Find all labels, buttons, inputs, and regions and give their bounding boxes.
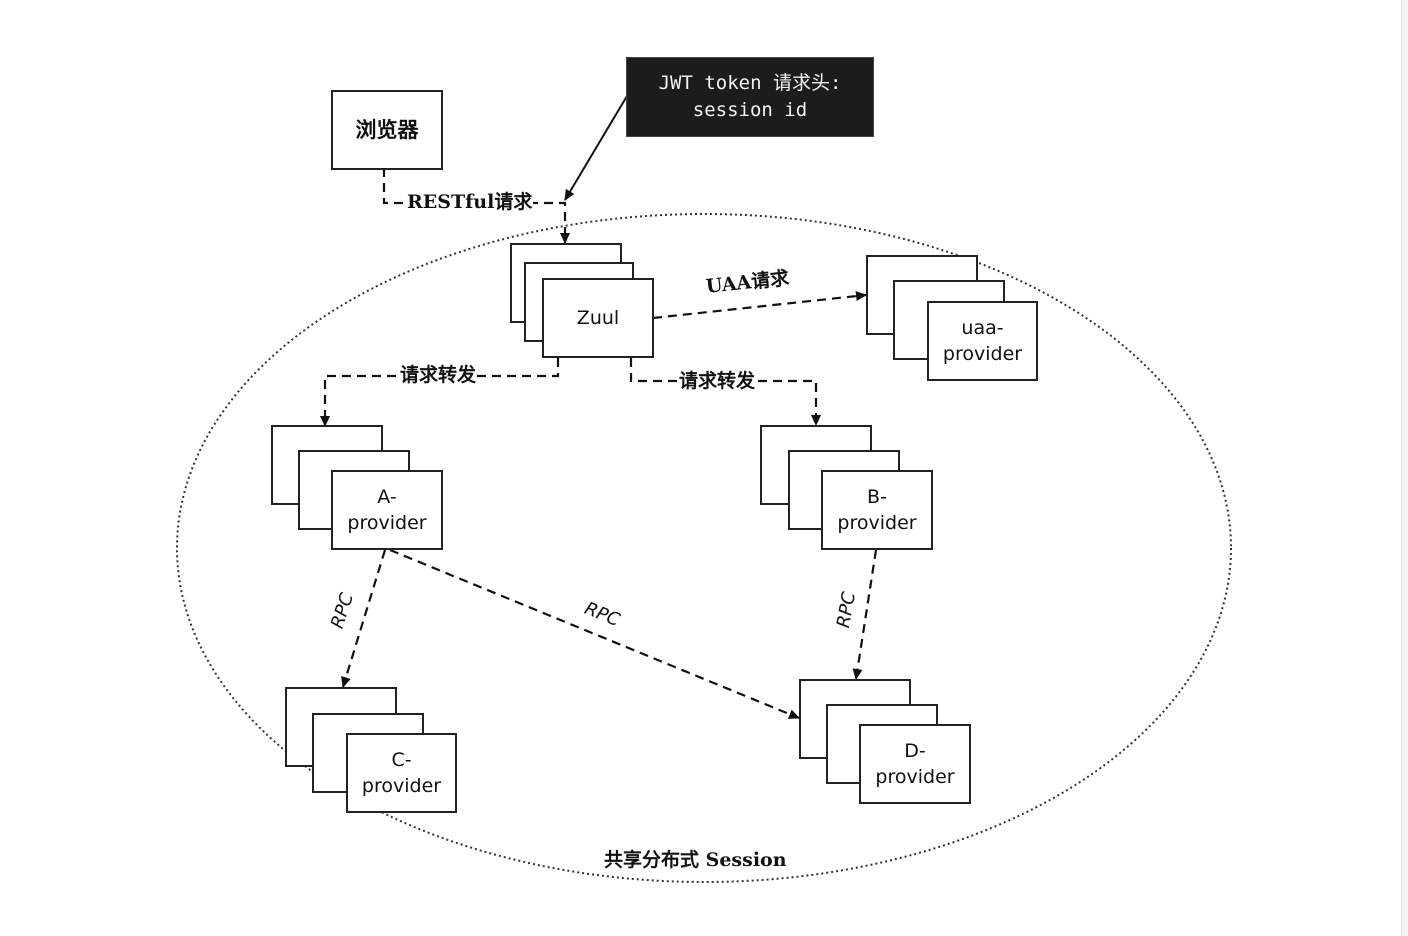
edge-b-to-d: [852, 549, 878, 680]
edge-zuul-to-a: [320, 358, 560, 427]
d-label-line-2: provider: [875, 766, 955, 788]
uaa-label-line-2: provider: [942, 343, 1023, 365]
shared-session-caption: 共享分布式 Session: [604, 849, 787, 871]
edge-zuul-to-uaa: [652, 291, 867, 320]
b-provider-label: B- provider: [821, 470, 933, 550]
d-label-line-1: D-: [904, 740, 926, 762]
edge-a-to-d: [389, 548, 800, 720]
note-line-2: session id: [692, 99, 808, 121]
a-label-line-2: provider: [347, 512, 427, 534]
edge-zuul-to-b: [629, 358, 821, 426]
edge-label-forward-right: 请求转发: [678, 370, 757, 392]
browser-label: 浏览器: [355, 117, 419, 142]
edge-label-forward-left: 请求转发: [399, 364, 478, 386]
edge-a-to-c: [341, 549, 387, 688]
uaa-label-line-1: uaa-: [961, 317, 1004, 339]
b-label-line-1: B-: [867, 486, 887, 508]
jwt-token-note: JWT token 请求头: session id: [626, 57, 874, 137]
uaa-provider-label: uaa- provider: [927, 301, 1038, 381]
c-provider-node: [346, 733, 457, 813]
a-label-line-1: A-: [377, 486, 397, 508]
zuul-label: Zuul: [576, 307, 620, 329]
c-label-line-2: provider: [361, 775, 442, 797]
zuul-node: [542, 278, 654, 358]
a-provider-label: A- provider: [331, 470, 443, 550]
b-provider-node: [821, 470, 933, 550]
note-line-1: JWT token 请求头:: [658, 72, 842, 94]
c-label-line-1: C-: [391, 749, 412, 771]
page-edge-strip: [1401, 0, 1408, 936]
a-provider-node: [331, 470, 443, 550]
edge-label-restful: RESTful请求: [406, 191, 534, 213]
d-provider-node: [859, 724, 971, 804]
edge-note-pointer: [564, 95, 628, 201]
b-label-line-2: provider: [837, 512, 917, 534]
shared-session-region: [176, 213, 1232, 883]
browser-node: [331, 90, 443, 170]
uaa-provider-node: [927, 301, 1038, 381]
d-provider-label: D- provider: [859, 724, 971, 804]
c-provider-label: C- provider: [346, 733, 457, 813]
